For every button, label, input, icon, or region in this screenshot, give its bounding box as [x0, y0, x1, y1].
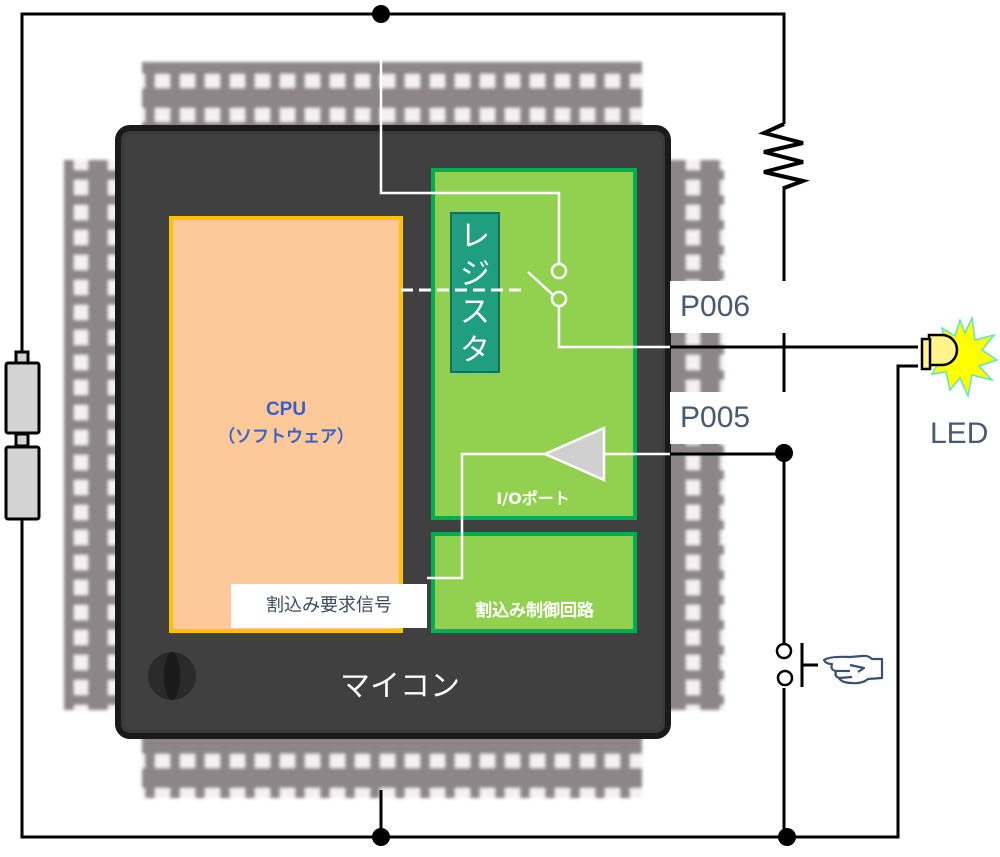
pins-top: [142, 62, 642, 130]
led-icon: [920, 315, 999, 399]
chip-pin1-shadow: [164, 652, 180, 700]
switch-lever: [527, 271, 554, 296]
cpu-subtitle: （ソフトウェア）: [218, 427, 354, 447]
interrupt-controller-label: 割込み制御回路: [475, 601, 594, 621]
interrupt-request-label: 割込み要求信号: [231, 584, 427, 628]
chip-label: マイコン: [340, 669, 460, 704]
register-char: ジ: [460, 257, 490, 292]
junction-dot-bottom-right: [778, 828, 796, 846]
pointing-hand-icon: [822, 654, 884, 685]
register-char: タ: [460, 333, 490, 368]
switch-contact-top: [550, 262, 568, 280]
junction-dot-p005: [775, 444, 793, 462]
pin-label-p006: P006: [670, 281, 790, 333]
junction-dot-bottom: [372, 828, 390, 846]
pin-label-p005: P005: [670, 392, 790, 444]
led-label: LED: [930, 417, 989, 450]
pins-bottom: [142, 730, 642, 798]
io-port-label: I/Oポート: [496, 489, 570, 508]
interrupt-request-wire: [427, 452, 545, 580]
push-button-icon[interactable]: [775, 642, 818, 687]
cpu-title: CPU: [265, 399, 307, 420]
battery-icon: [4, 350, 41, 521]
register-label: レ ジ ス タ: [452, 218, 498, 370]
internal-vcc-wire: [379, 14, 561, 264]
interrupt-controller-block: [431, 532, 637, 633]
pull-up-resistor-icon: [757, 122, 810, 190]
internal-p006-wire: [557, 306, 670, 349]
junction-dot-top: [372, 5, 390, 23]
register-char: ス: [460, 295, 490, 330]
cpu-block: [169, 216, 403, 633]
register-block: [450, 212, 500, 373]
register-char: レ: [460, 219, 490, 254]
